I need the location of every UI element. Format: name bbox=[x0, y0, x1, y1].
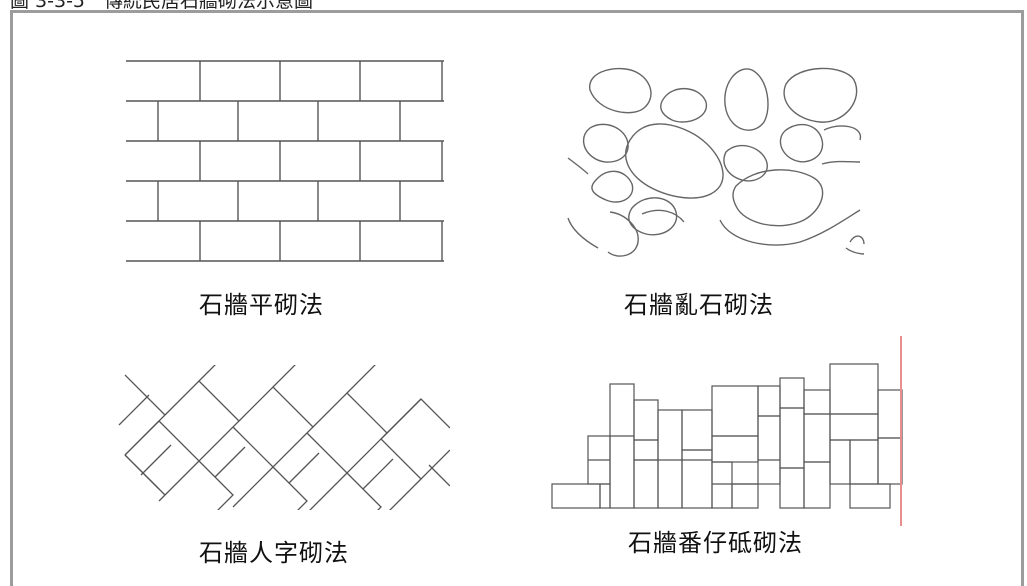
rubble-masonry-diagram bbox=[560, 60, 865, 265]
herringbone-masonry-label: 石牆人字砌法 bbox=[199, 539, 349, 567]
figure-caption: 圖 3-3-5 傳統民居石牆砌法示意圖 bbox=[10, 0, 314, 12]
fanati-masonry-label: 石牆番仔砥砌法 bbox=[628, 529, 803, 557]
fanati-masonry-svg bbox=[551, 363, 903, 509]
herringbone-masonry-svg bbox=[118, 365, 450, 510]
flat-masonry-diagram bbox=[122, 55, 452, 265]
accent-edge-line bbox=[900, 336, 902, 526]
rubble-masonry-svg bbox=[567, 67, 865, 257]
rubble-masonry-label: 石牆亂石砌法 bbox=[624, 291, 774, 319]
fanati-masonry-diagram bbox=[548, 360, 908, 515]
figure-frame bbox=[10, 10, 1024, 586]
herringbone-masonry-diagram bbox=[115, 365, 450, 510]
flat-masonry-svg bbox=[126, 60, 444, 262]
flat-masonry-label: 石牆平砌法 bbox=[199, 291, 324, 319]
